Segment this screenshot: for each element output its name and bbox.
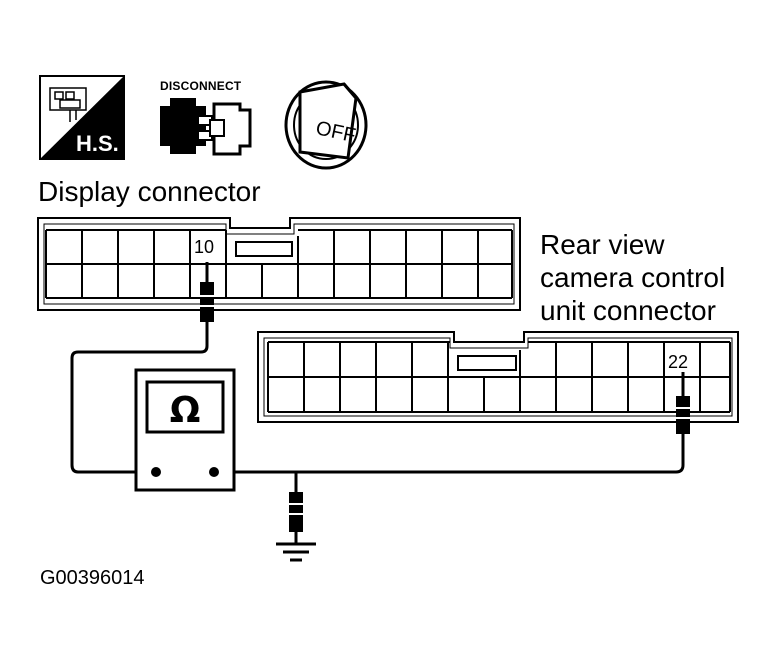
camera-terminal-number: 22 [668, 352, 688, 372]
figure-id: G00396014 [40, 567, 145, 589]
harness-side-icon: H.S. [39, 75, 125, 160]
hs-label: H.S. [76, 131, 119, 156]
camera-connector-label: Rear view camera control unit connector [540, 228, 725, 327]
camera-control-unit-connector: 22 [257, 331, 739, 423]
display-connector-label: Display connector [38, 176, 261, 207]
ground-probe [289, 492, 303, 532]
meter-terminal-right [209, 467, 219, 477]
camera-connector-label-line-2: camera control [540, 262, 726, 293]
display-probe [200, 282, 214, 322]
display-connector-pins [45, 229, 513, 299]
camera-connector-label-line-1: Rear view [540, 229, 665, 260]
ground-icon [276, 542, 316, 562]
display-terminal-number: 10 [194, 237, 214, 257]
ohmmeter-icon: Ω [134, 368, 236, 492]
camera-probe [676, 396, 690, 434]
harness-connector-mini-icon [49, 87, 87, 122]
camera-connector-label-line-3: unit connector [540, 295, 716, 326]
display-connector: 10 [37, 217, 521, 311]
ohm-symbol: Ω [170, 390, 201, 431]
disconnect-label: DISCONNECT [160, 79, 242, 93]
camera-connector-pins [267, 341, 731, 413]
meter-terminal-left [151, 467, 161, 477]
disconnect-connector-icon [160, 98, 252, 156]
ignition-key-off-icon: OFF [284, 80, 368, 170]
